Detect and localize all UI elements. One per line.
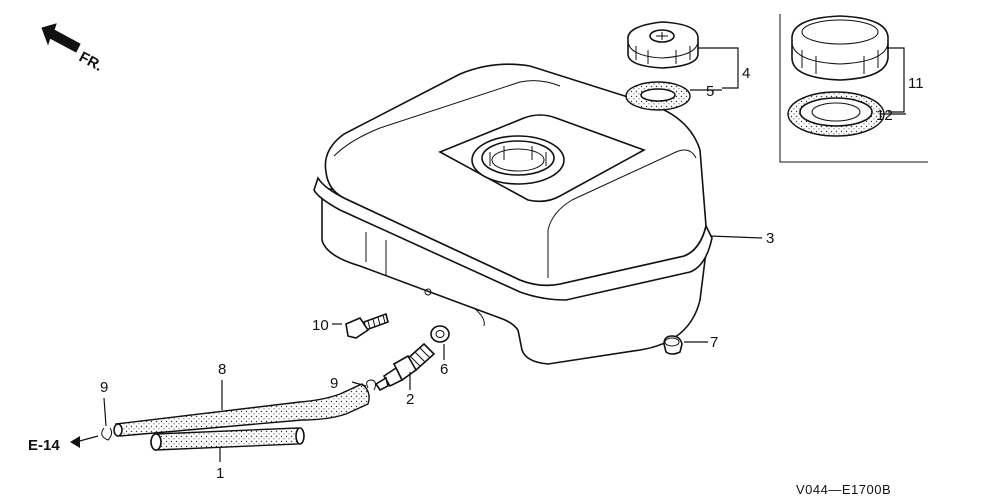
callout-9-lower: 9 xyxy=(100,379,108,396)
callout-4: 4 xyxy=(742,65,750,82)
callout-3: 3 xyxy=(766,230,774,247)
arrow-left-icon xyxy=(70,436,80,448)
hose-clip-upper xyxy=(366,379,377,391)
front-label: FR. xyxy=(76,49,105,75)
flange-bolt xyxy=(345,312,389,339)
callout-10: 10 xyxy=(312,317,329,334)
callout-labels: 4 5 11 12 3 7 6 2 10 9 8 9 1 xyxy=(100,65,924,482)
callout-2: 2 xyxy=(406,391,414,408)
reference-arrow: E-14 xyxy=(28,436,80,454)
callout-12: 12 xyxy=(876,107,893,124)
hose-clip-lower xyxy=(101,427,113,441)
callout-5: 5 xyxy=(706,83,714,100)
inset-cap-seal xyxy=(787,91,885,137)
cap-seal xyxy=(625,81,691,111)
inset-frame xyxy=(779,14,928,163)
washer xyxy=(430,325,450,343)
diagram-code: V044—E1700B xyxy=(796,482,891,497)
front-direction-marker: FR. xyxy=(41,23,105,75)
drain-plug xyxy=(663,335,683,355)
callout-7: 7 xyxy=(710,334,718,351)
callout-6: 6 xyxy=(440,361,448,378)
fuel-valve xyxy=(374,342,436,392)
callout-1: 1 xyxy=(216,465,224,482)
fuel-tank xyxy=(313,63,713,365)
callout-8: 8 xyxy=(218,361,226,378)
inset-fuel-cap xyxy=(791,15,889,81)
leader-lines xyxy=(75,47,906,462)
fuel-tube xyxy=(150,427,305,451)
callout-11: 11 xyxy=(908,75,924,92)
reference-label: E-14 xyxy=(28,437,60,454)
callout-9-upper: 9 xyxy=(330,375,338,392)
front-arrow-icon xyxy=(41,23,81,53)
fuel-cap xyxy=(627,21,699,69)
fuel-hose xyxy=(113,383,370,437)
